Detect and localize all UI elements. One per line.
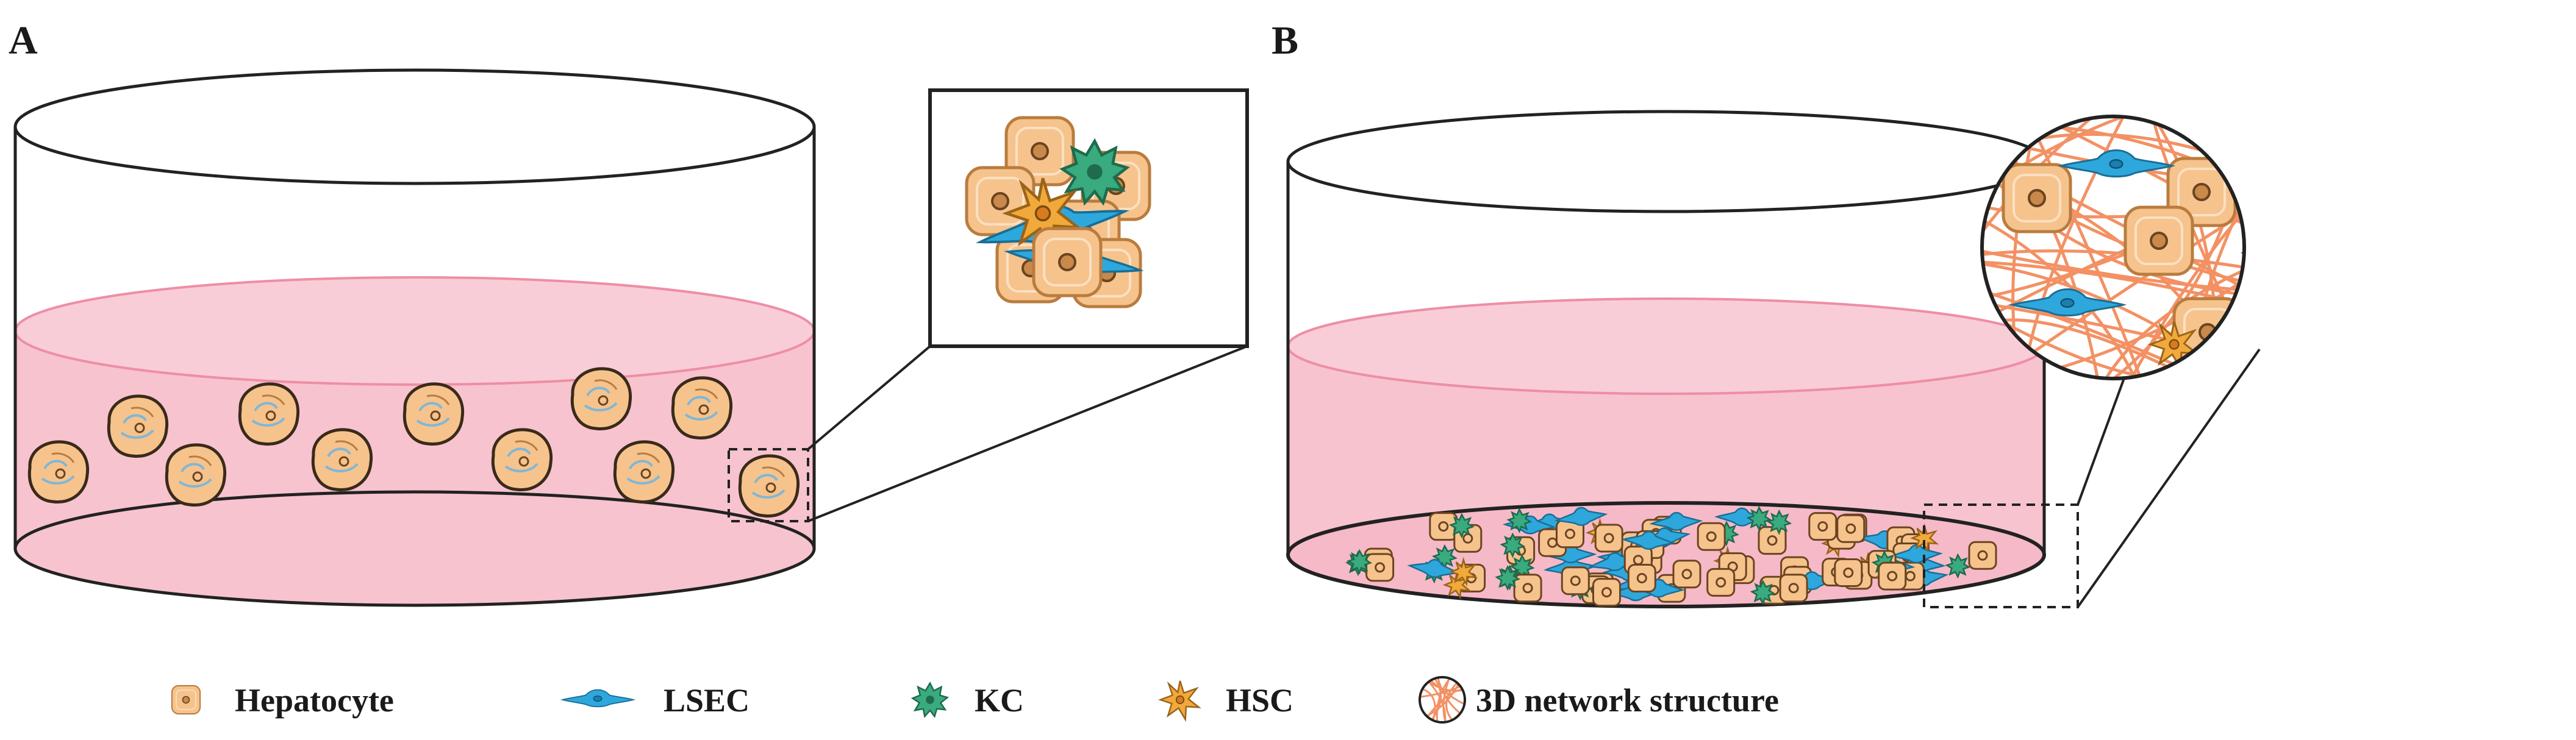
hepatocyte-cell xyxy=(1594,524,1623,553)
legend-item-kc: KC xyxy=(912,682,1024,719)
legend-item-network: 3D network structure xyxy=(1419,676,1779,724)
kc-cell xyxy=(1501,533,1525,557)
zoom-region-a xyxy=(728,448,809,522)
hepatocyte-cell xyxy=(1878,561,1907,591)
network-fiber xyxy=(1982,212,2143,379)
suspended-hepatocyte xyxy=(404,384,462,444)
network-fiber xyxy=(1982,260,2244,307)
spheroid-inset xyxy=(928,88,1249,348)
suspended-hepatocyte xyxy=(313,430,371,490)
zoom-region-b xyxy=(1923,503,2079,608)
network-fiber xyxy=(1982,309,2179,379)
network-fiber xyxy=(2024,116,2133,366)
hepatocyte-cell xyxy=(1836,514,1866,543)
network-fiber xyxy=(1436,677,1464,716)
hepatocyte-cell xyxy=(1365,553,1395,582)
suspended-hepatocyte xyxy=(673,378,731,438)
hsc-icon xyxy=(1159,680,1200,720)
suspended-hepatocyte xyxy=(29,442,87,502)
suspended-hepatocyte xyxy=(572,369,630,429)
suspended-hepatocyte xyxy=(493,430,551,490)
kc-cell xyxy=(1495,566,1520,590)
hepatocyte-cell xyxy=(1627,564,1656,592)
network-fiber xyxy=(2122,201,2244,379)
network-fiber xyxy=(1436,677,1453,722)
zoom-line-a-top xyxy=(807,345,931,450)
kc-icon xyxy=(912,682,948,717)
network-fiber xyxy=(1445,680,1460,722)
hepatocyte-cell xyxy=(1697,522,1726,551)
zoom-line-b-bottom xyxy=(2077,348,2261,608)
kc-cell xyxy=(1747,507,1771,530)
zoom-line-a-bottom xyxy=(807,345,1248,522)
legend-label-kc: KC xyxy=(975,682,1024,719)
hepatocyte-cell xyxy=(1968,541,1997,570)
legend-item-hepatocyte: Hepatocyte xyxy=(171,682,394,719)
kc-cell xyxy=(1767,510,1791,534)
hepatocyte-cell xyxy=(1561,566,1590,596)
network-inset xyxy=(1980,115,2246,380)
panel-a-label: A xyxy=(9,18,38,63)
network-fiber xyxy=(2096,262,2244,379)
dish-a xyxy=(13,68,816,607)
lsec-icon xyxy=(562,689,634,708)
hepatocyte-cell xyxy=(1808,512,1837,541)
hepatocyte-cell xyxy=(1672,560,1701,589)
kc-cell xyxy=(1450,513,1474,538)
hepatocyte-icon xyxy=(171,685,201,715)
kc-cell xyxy=(1946,554,1970,578)
legend-label-lsec: LSEC xyxy=(664,682,750,719)
legend-label-hsc: HSC xyxy=(1226,682,1293,719)
hepatocyte-cell xyxy=(1779,574,1808,603)
kc-cell xyxy=(1347,550,1372,574)
suspended-hepatocyte xyxy=(615,442,673,502)
legend-label-network: 3D network structure xyxy=(1476,682,1779,719)
panel-b-label: B xyxy=(1272,18,1298,63)
suspended-hepatocyte xyxy=(109,396,166,457)
hepatocyte-cell xyxy=(1834,558,1863,587)
legend-label-hepatocyte: Hepatocyte xyxy=(235,682,394,719)
hepatocyte-cell xyxy=(1706,567,1736,597)
suspended-hepatocyte xyxy=(166,445,224,505)
suspended-hepatocyte xyxy=(240,384,298,444)
suspended-hepatocyte xyxy=(740,456,798,516)
legend-item-lsec: LSEC xyxy=(562,682,750,719)
hepatocyte-cell xyxy=(1592,578,1621,607)
network-icon xyxy=(1419,676,1466,724)
legend-item-hsc: HSC xyxy=(1159,680,1293,720)
kc-cell xyxy=(1508,508,1531,533)
kc-cell xyxy=(1751,580,1775,604)
network-fiber xyxy=(2039,268,2244,375)
legend: Hepatocyte LSEC KC HSC 3D network struct… xyxy=(171,676,1779,724)
